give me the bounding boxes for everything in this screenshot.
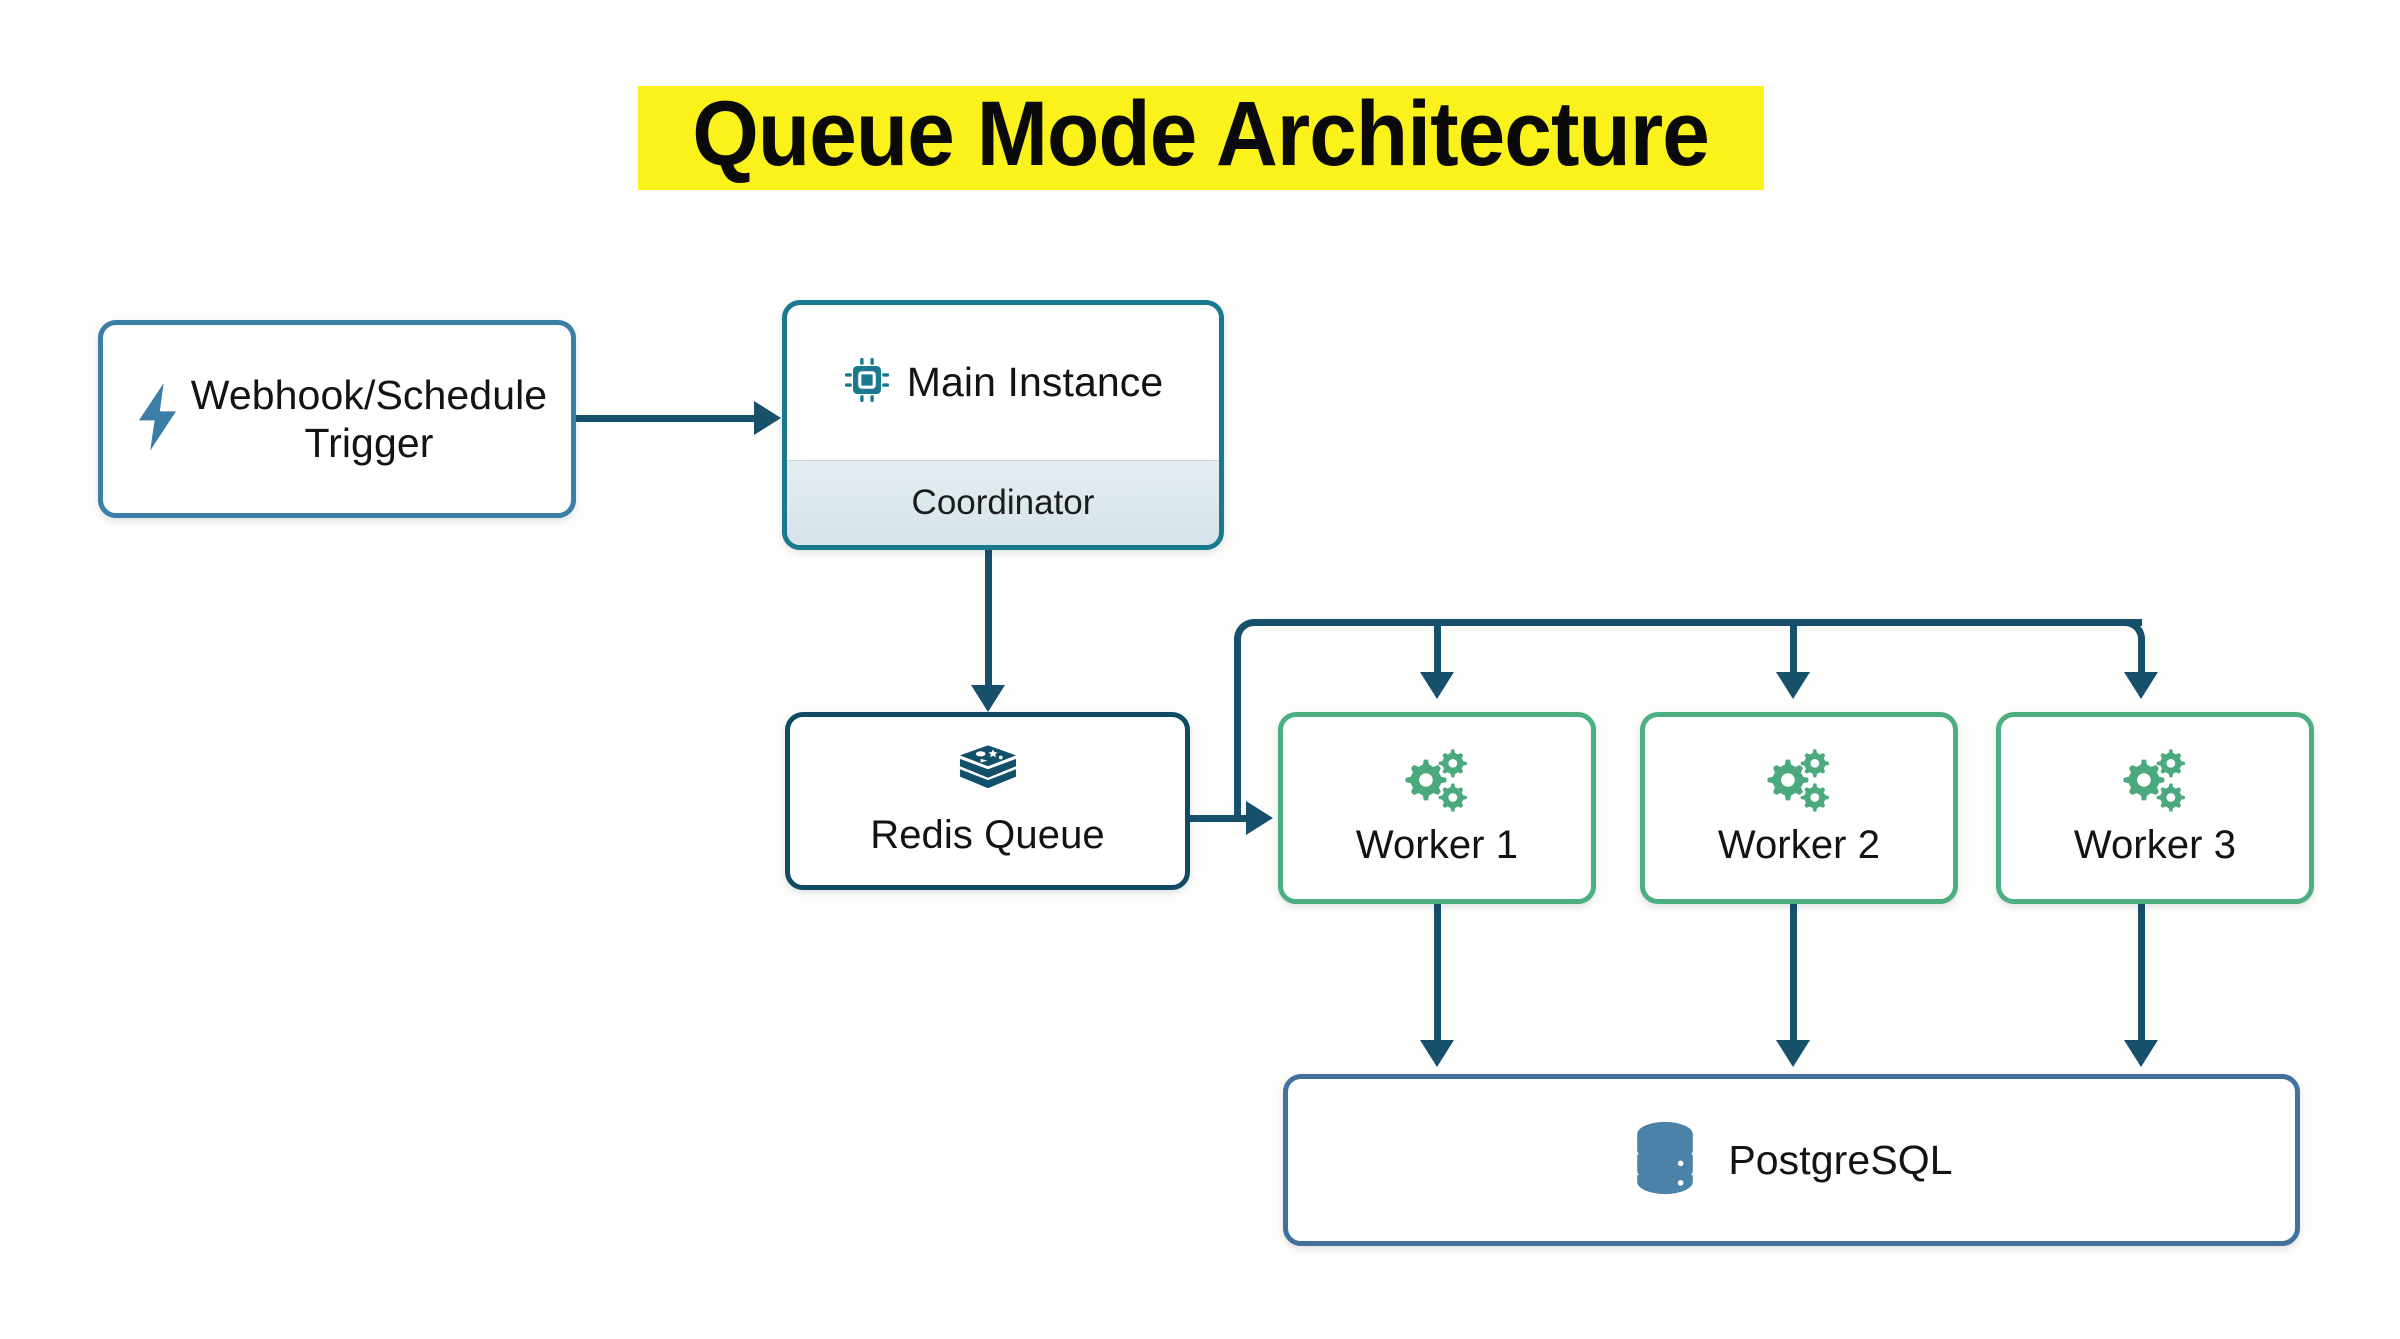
node-worker-2[interactable]: Worker 2: [1640, 712, 1958, 904]
node-webhook-trigger[interactable]: Webhook/Schedule Trigger: [98, 320, 576, 518]
node-main-instance-divider: [787, 460, 1219, 461]
edge-webhook-to-main: [576, 415, 756, 422]
edge-bus-to-worker2: [1790, 626, 1797, 676]
node-worker-3[interactable]: Worker 3: [1996, 712, 2314, 904]
edge-worker1-to-postgres-arrowhead: [1420, 1040, 1454, 1067]
edge-main-to-redis-arrowhead: [971, 685, 1005, 712]
gears-icon: [1398, 747, 1476, 818]
node-worker-2-label: Worker 2: [1717, 822, 1881, 867]
gears-icon: [1760, 747, 1838, 818]
edge-redis-right-stub: [1186, 815, 1246, 822]
edge-main-to-redis: [985, 548, 992, 688]
edge-worker3-to-postgres-arrowhead: [2124, 1040, 2158, 1067]
node-main-instance-sublabel: Coordinator: [911, 483, 1095, 522]
edge-bus-to-worker2-arrowhead: [1776, 672, 1810, 699]
title-highlight: Queue Mode Architecture: [638, 83, 1764, 190]
gears-icon: [2116, 747, 2194, 818]
node-worker-3-label: Worker 3: [2073, 822, 2237, 867]
edge-bus-to-worker1-arrowhead: [1420, 672, 1454, 699]
edge-redis-riser: [1234, 650, 1241, 822]
edge-worker3-to-postgres: [2138, 904, 2145, 1042]
edge-worker2-to-postgres-arrowhead: [1776, 1040, 1810, 1067]
node-webhook-label: Webhook/Schedule Trigger: [190, 371, 548, 466]
edge-worker2-to-postgres: [1790, 904, 1797, 1042]
edge-bus-left-corner: [1234, 619, 1274, 659]
node-main-instance-label: Main Instance: [906, 359, 1164, 406]
edge-webhook-to-main-arrowhead: [754, 401, 781, 435]
lightning-bolt-icon: [131, 380, 185, 459]
node-main-instance-footer: Coordinator: [787, 461, 1219, 545]
edge-bus-to-worker3: [2138, 650, 2145, 676]
edge-bus-to-worker3-arrowhead: [2124, 672, 2158, 699]
redis-stack-icon: [957, 743, 1019, 806]
edge-redis-to-worker1-arrowhead: [1246, 801, 1273, 835]
cpu-chip-icon: [843, 356, 891, 409]
edge-worker-distribution-bus: [1264, 619, 2142, 626]
title-text: Queue Mode Architecture: [692, 83, 1711, 185]
node-postgresql-label: PostgreSQL: [1728, 1136, 1953, 1183]
node-worker-1[interactable]: Worker 1: [1278, 712, 1596, 904]
edge-bus-right-corner: [2105, 619, 2145, 659]
edge-worker1-to-postgres: [1434, 904, 1441, 1042]
node-postgresql[interactable]: PostgreSQL: [1283, 1074, 2300, 1246]
node-worker-1-label: Worker 1: [1355, 822, 1519, 867]
node-redis-queue-label: Redis Queue: [870, 812, 1105, 857]
database-cylinder-icon: [1630, 1119, 1700, 1202]
edge-bus-to-worker1: [1434, 626, 1441, 676]
node-main-instance-header: Main Instance: [787, 305, 1219, 460]
page-title: Queue Mode Architecture: [636, 78, 1766, 198]
node-redis-queue[interactable]: Redis Queue: [785, 712, 1190, 890]
node-main-instance[interactable]: Main Instance Coordinator: [782, 300, 1224, 550]
